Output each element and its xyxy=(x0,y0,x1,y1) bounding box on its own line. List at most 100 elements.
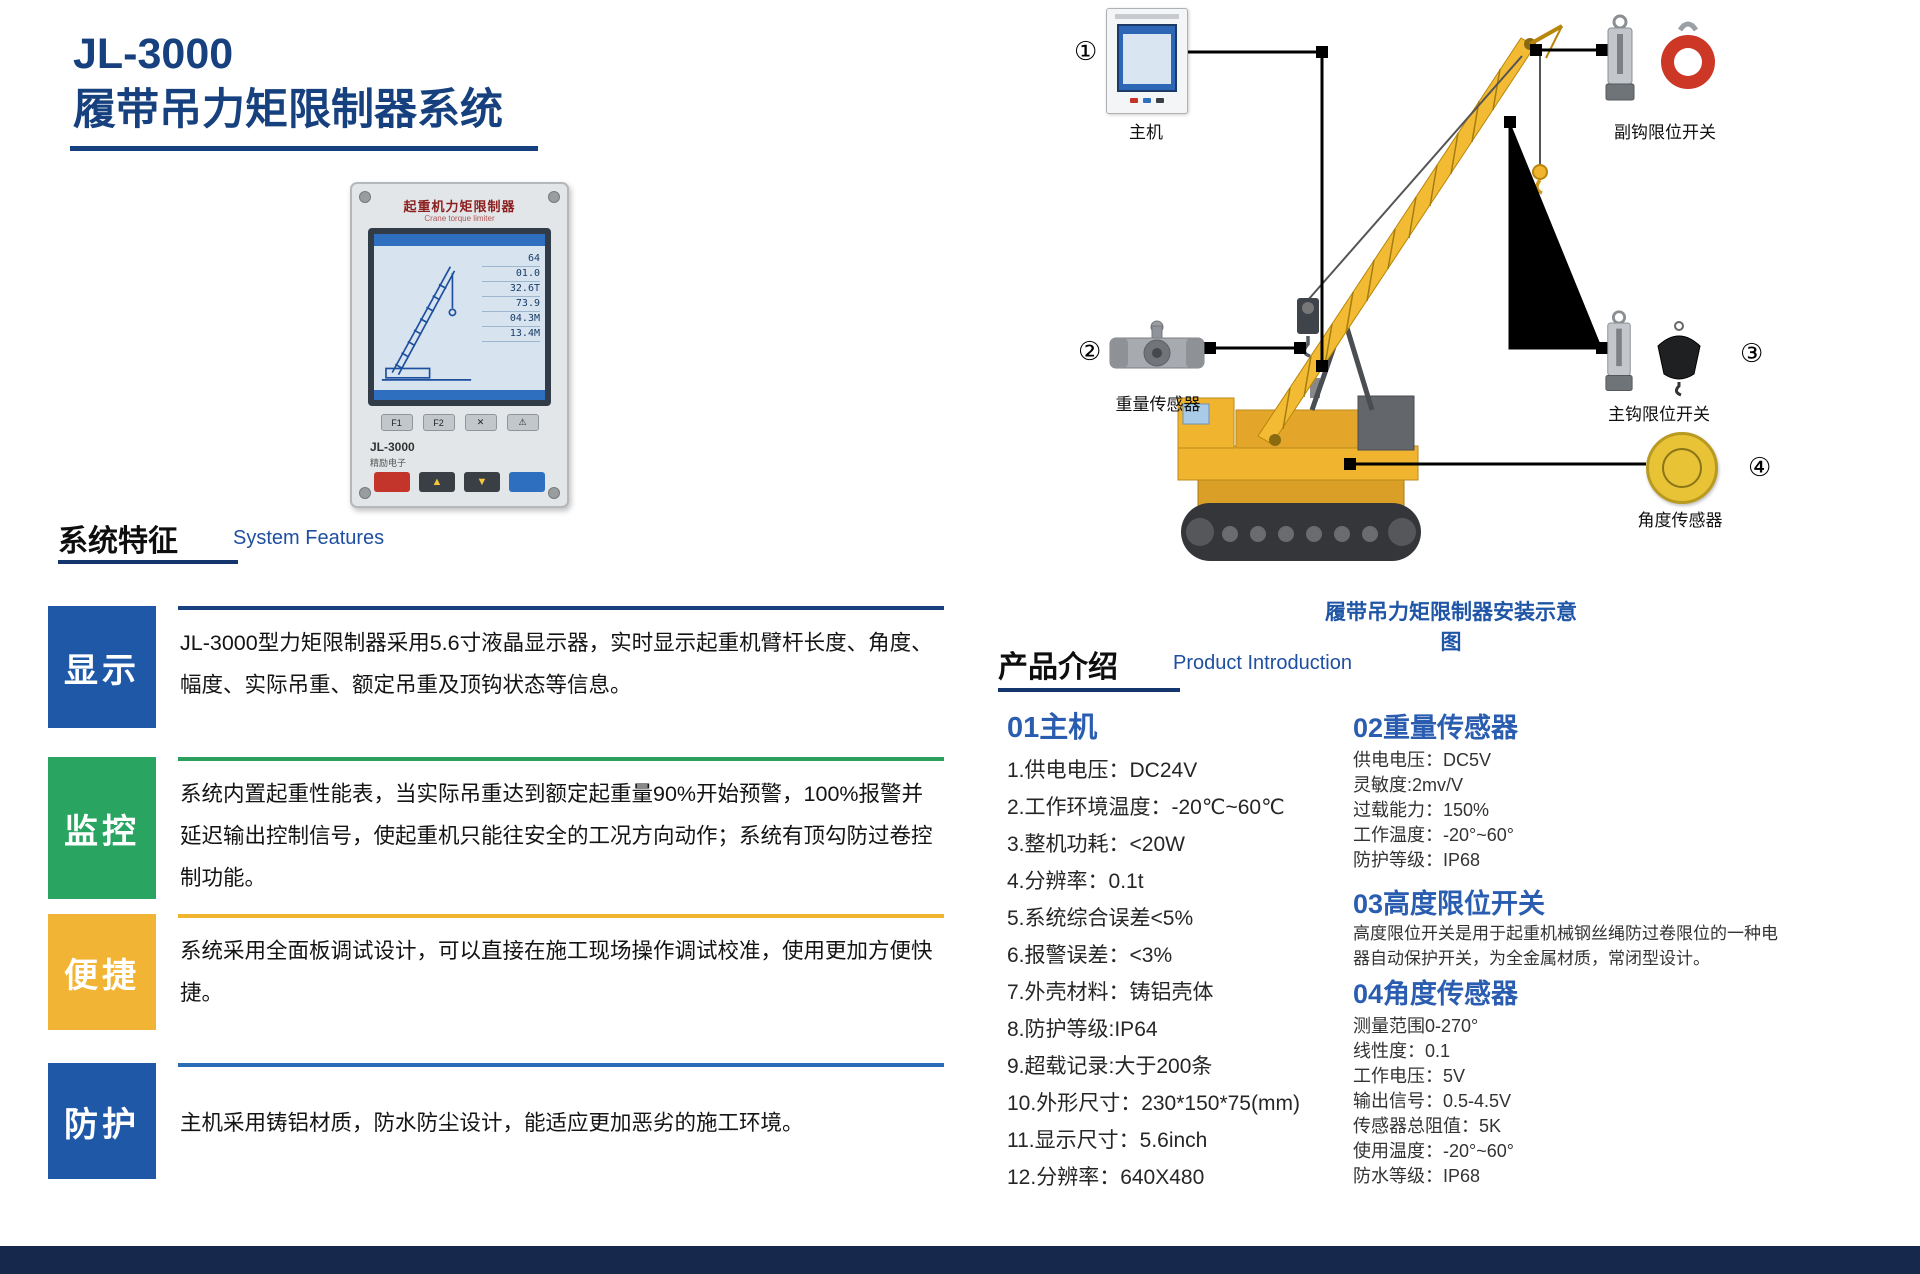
label-angle-sensor: 角度传感器 xyxy=(1637,511,1723,530)
screen-value: 64 xyxy=(482,252,540,267)
feature-text: 主机采用铸铝材质，防水防尘设计，能适应更加恶劣的施工环境。 xyxy=(178,1063,944,1179)
product-intro-title-en: Product Introduction xyxy=(1173,652,1352,674)
label-main-hook-switch: 主钩限位开关 xyxy=(1608,405,1710,424)
screw-icon xyxy=(359,487,371,499)
angle-sensor-dial xyxy=(1662,448,1702,488)
device-screen: 64 01.0 32.6T 73.9 04.3M 13.4M xyxy=(374,234,545,400)
page-title: JL-3000 履带吊力矩限制器系统 xyxy=(73,26,503,138)
device-fkey-row: F1 F2 ✕ ⚠ xyxy=(352,414,567,431)
host-spec-list: 1.供电电压：DC24V 2.工作环境温度：-20℃~60℃ 3.整机功耗：<2… xyxy=(1007,752,1300,1196)
bell-weight-thumbnail xyxy=(1657,321,1701,397)
screw-icon xyxy=(359,191,371,203)
spec-line: 防水等级：IP68 xyxy=(1353,1166,1481,1186)
feature-label: 防护 xyxy=(48,1063,156,1179)
host-thumb-header xyxy=(1115,14,1179,19)
spec-line: 11.显示尺寸：5.6inch xyxy=(1007,1129,1208,1152)
spec-line: 供电电压：DC5V xyxy=(1353,750,1492,770)
screen-crane-graphic xyxy=(381,266,472,381)
spec-line: 灵敏度:2mv/V xyxy=(1353,775,1464,795)
screen-readout-values: 64 01.0 32.6T 73.9 04.3M 13.4M xyxy=(482,252,540,342)
device-button-row: ▲ ▼ xyxy=(352,472,567,492)
device-up-button: ▲ xyxy=(419,472,455,492)
feature-text: 系统采用全面板调试设计，可以直接在施工现场操作调试校准，使用更加方便快捷。 xyxy=(178,914,944,1030)
red-dot xyxy=(1130,98,1138,103)
angle-sensor-thumbnail xyxy=(1646,432,1718,504)
device-blue-button xyxy=(509,472,545,492)
angle-spec-list: 测量范围0-270° 线性度：0.1 工作电压：5V 输出信号：0.5-4.5V… xyxy=(1353,1014,1514,1189)
system-features-title-en: System Features xyxy=(233,527,385,549)
screen-bottombar xyxy=(374,390,545,400)
fkey-button: ✕ xyxy=(464,414,497,431)
device-screen-bezel: 64 01.0 32.6T 73.9 04.3M 13.4M xyxy=(368,228,551,406)
spec-line: 10.外形尺寸：230*150*75(mm) xyxy=(1007,1092,1300,1115)
system-features-underline xyxy=(58,560,238,564)
screw-icon xyxy=(548,487,560,499)
height-switch-description: 高度限位开关是用于起重机械钢丝绳防过卷限位的一种电器自动保护开关，为全金属材质，… xyxy=(1353,924,1778,968)
footer-bar xyxy=(0,1246,1920,1274)
feature-label: 监控 xyxy=(48,757,156,899)
label-aux-hook-switch: 副钩限位开关 xyxy=(1614,123,1716,142)
system-features-title-cn: 系统特征 xyxy=(58,525,178,558)
spec-line: 1.供电电压：DC24V xyxy=(1007,759,1198,782)
spec-line: 12.分辨率：640X480 xyxy=(1007,1166,1205,1189)
page-title-line1: JL-3000 xyxy=(73,30,234,78)
spec-line: 3.整机功耗：<20W xyxy=(1007,833,1185,856)
callout-number-3: ③ xyxy=(1740,338,1764,368)
product-intro-title-cn: 产品介绍 xyxy=(998,651,1118,684)
host-thumb-buttons xyxy=(1107,98,1187,103)
spec-line: 输出信号：0.5-4.5V xyxy=(1353,1091,1512,1111)
crane-illustration xyxy=(1177,24,1646,561)
spec-line: 6.报警误差：<3% xyxy=(1007,944,1173,967)
spec-line: 使用温度：-20°~60° xyxy=(1353,1141,1514,1161)
host-thumb-screen xyxy=(1117,24,1177,92)
screen-value: 04.3M xyxy=(482,312,540,327)
screen-value: 32.6T xyxy=(482,282,540,297)
fkey-button: F2 xyxy=(422,414,455,431)
installation-diagram: ① 主机 ② 重量传感器 副钩限位开关 xyxy=(1060,0,1870,632)
feature-label: 显示 xyxy=(48,606,156,728)
section-height-title: 03高度限位开关 xyxy=(1353,889,1546,919)
title-underline xyxy=(70,146,538,151)
product-intro-underline xyxy=(998,688,1180,692)
blue-dot xyxy=(1143,98,1151,103)
dark-dot xyxy=(1156,98,1164,103)
fkey-button: ⚠ xyxy=(506,414,539,431)
label-host: 主机 xyxy=(1129,123,1163,142)
spec-line: 2.工作环境温度：-20℃~60℃ xyxy=(1007,796,1285,819)
spec-line: 5.系统综合误差<5% xyxy=(1007,907,1194,930)
device-header-text: 起重机力矩限制器 xyxy=(403,199,516,214)
spec-line: 4.分辨率：0.1t xyxy=(1007,870,1144,893)
screen-value: 13.4M xyxy=(482,327,540,342)
spec-line: 过载能力：150% xyxy=(1353,800,1490,820)
device-down-button: ▼ xyxy=(464,472,500,492)
section-weight-title: 02重量传感器 xyxy=(1353,713,1519,743)
device-brand-sub: 精励电子 xyxy=(370,458,407,468)
page-title-line2: 履带吊力矩限制器系统 xyxy=(73,86,503,134)
feature-row-protection: 防护 主机采用铸铝材质，防水防尘设计，能适应更加恶劣的施工环境。 xyxy=(48,1063,944,1179)
spec-line: 线性度：0.1 xyxy=(1353,1041,1451,1061)
host-unit-thumbnail xyxy=(1106,8,1188,114)
device-panel-image: 起重机力矩限制器 Crane torque limiter xyxy=(350,182,569,508)
aux-limit-switch-thumbnail xyxy=(1605,14,1635,101)
device-red-button xyxy=(374,472,410,492)
screen-topbar xyxy=(374,234,545,246)
screen-value: 01.0 xyxy=(482,267,540,282)
spec-line: 工作温度：-20°~60° xyxy=(1353,825,1514,845)
screen-value: 73.9 xyxy=(482,297,540,312)
weight-sensor-thumbnail xyxy=(1109,320,1205,369)
callout-number-1: ① xyxy=(1074,36,1098,66)
diagram-caption: 履带吊力矩限制器安装示意图 xyxy=(1325,601,1577,654)
spec-line: 测量范围0-270° xyxy=(1353,1016,1479,1036)
main-limit-switch-thumbnail xyxy=(1605,310,1633,391)
feature-row-display: 显示 JL-3000型力矩限制器采用5.6寸液晶显示器，实时显示起重机臂杆长度、… xyxy=(48,606,944,728)
feature-text: JL-3000型力矩限制器采用5.6寸液晶显示器，实时显示起重机臂杆长度、角度、… xyxy=(178,606,944,728)
spec-line: 8.防护等级:IP64 xyxy=(1007,1018,1158,1041)
section-angle-title: 04角度传感器 xyxy=(1353,979,1519,1009)
screw-icon xyxy=(548,191,560,203)
label-weight-sensor: 重量传感器 xyxy=(1115,395,1201,414)
weight-spec-list: 供电电压：DC5V 灵敏度:2mv/V 过载能力：150% 工作温度：-20°~… xyxy=(1353,748,1514,873)
callout-number-4: ④ xyxy=(1748,452,1772,482)
red-ring-weight-thumbnail xyxy=(1661,21,1715,89)
callout-number-2: ② xyxy=(1078,336,1102,366)
